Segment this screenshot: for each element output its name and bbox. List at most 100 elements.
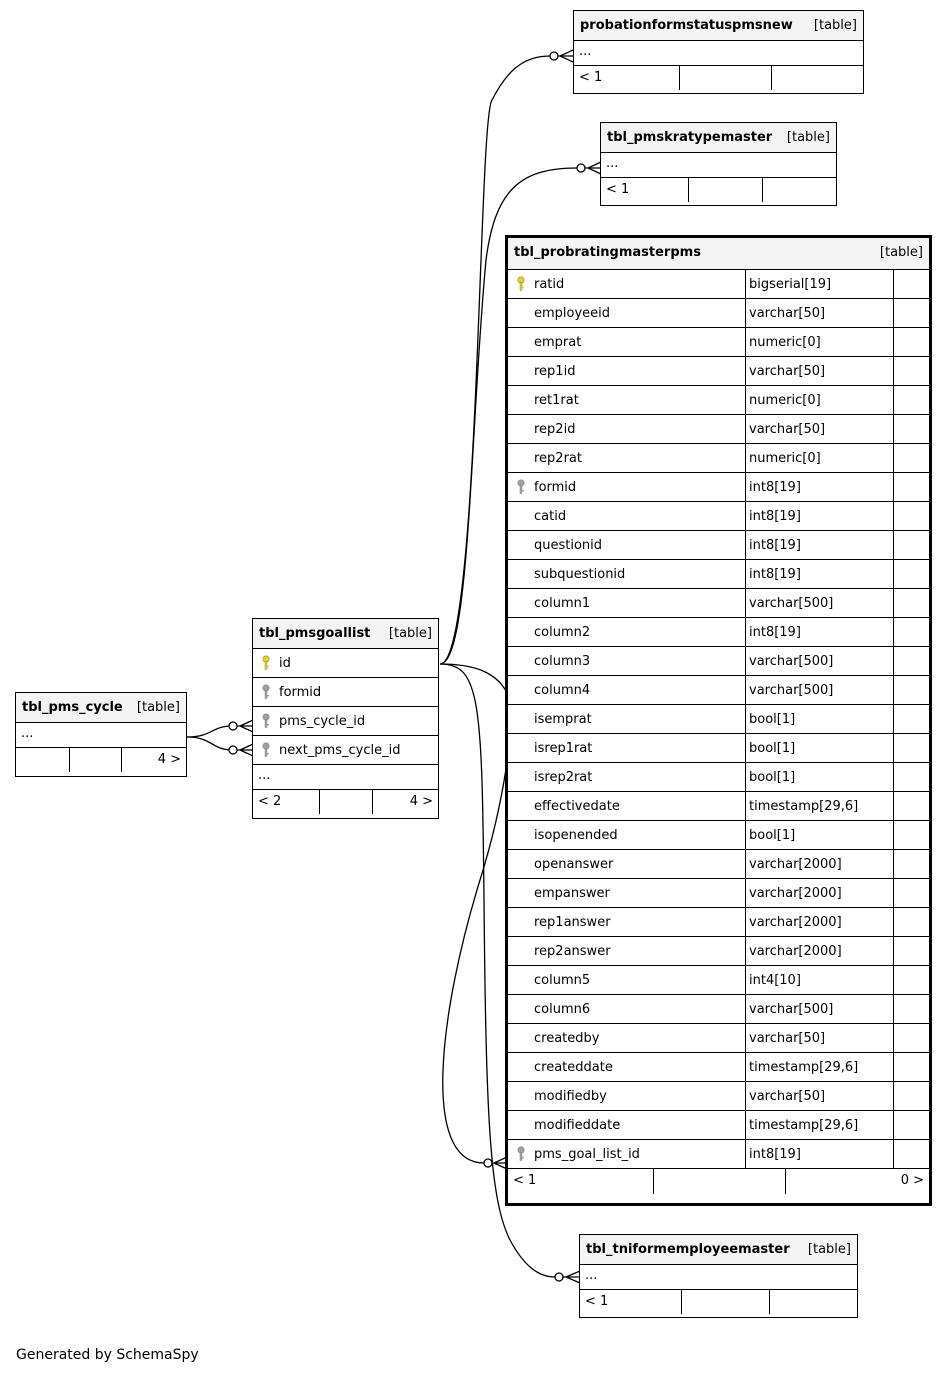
column-name: emprat [534, 335, 582, 350]
table-name[interactable]: tbl_pmsgoallist [259, 626, 371, 641]
table-tbl-pms-cycle[interactable]: tbl_pms_cycle [table] ... 4 > [15, 692, 187, 777]
children-count: 4 > [157, 752, 181, 767]
column-name: pms_goal_list_id [534, 1147, 640, 1162]
table-tbl-tniformemployeemaster[interactable]: tbl_tniformemployeemaster [table] ... < … [579, 1234, 858, 1318]
column-name: column6 [534, 1002, 591, 1017]
column-row[interactable]: id [253, 649, 438, 678]
table-name[interactable]: tbl_tniformemployeemaster [586, 1242, 790, 1257]
column-row[interactable]: column2 int8[19] [508, 618, 929, 647]
foreign-key-icon [516, 479, 526, 495]
crowfoot-marker [237, 743, 254, 757]
table-name[interactable]: tbl_pmskratypemaster [607, 130, 773, 145]
column-name: catid [534, 509, 567, 524]
column-type: numeric[0] [749, 393, 821, 408]
column-row[interactable]: formid [253, 678, 438, 707]
foreign-key-icon [516, 1146, 526, 1162]
column-name: isrep2rat [534, 770, 593, 785]
column-type: varchar[2000] [749, 886, 842, 901]
table-tbl-pmskratypemaster[interactable]: tbl_pmskratypemaster [table] ... < 1 [600, 122, 837, 206]
link-pms-cycle-to-pms-cycle-id [186, 725, 233, 738]
table-name[interactable]: tbl_pms_cycle [22, 700, 123, 715]
column-name: isrep1rat [534, 741, 593, 756]
table-header: tbl_probratingmasterpms [table] [508, 238, 929, 270]
column-row[interactable]: pms_cycle_id [253, 707, 438, 736]
link-goallist-to-tniform [439, 663, 556, 1278]
column-row[interactable]: next_pms_cycle_id [253, 736, 438, 765]
column-name: column2 [534, 625, 591, 640]
table-name[interactable]: probationformstatuspmsnew [580, 18, 793, 33]
crowfoot-marker [563, 1270, 581, 1284]
column-name: column1 [534, 596, 591, 611]
column-row[interactable]: empanswer varchar[2000] [508, 879, 929, 908]
column-type: int8[19] [749, 625, 801, 640]
table-footer: < 1 [601, 178, 836, 202]
column-type: bool[1] [749, 712, 796, 727]
column-type: varchar[50] [749, 1089, 826, 1104]
column-name: modifieddate [534, 1118, 621, 1133]
column-row[interactable]: ret1rat numeric[0] [508, 386, 929, 415]
column-name: ratid [534, 277, 565, 292]
column-name: empanswer [534, 886, 610, 901]
column-row[interactable]: column6 varchar[500] [508, 995, 929, 1024]
table-footer: < 1 0 > [508, 1169, 929, 1194]
column-type: varchar[50] [749, 364, 826, 379]
table-name[interactable]: tbl_probratingmasterpms [514, 245, 701, 260]
zero-marker [549, 51, 559, 61]
column-type: varchar[500] [749, 683, 834, 698]
link-goallist-to-probrating [439, 663, 512, 1164]
columns-ellipsis: ... [601, 153, 836, 178]
column-type: varchar[50] [749, 306, 826, 321]
link-goallist-to-kratypemaster [439, 167, 578, 665]
column-type: timestamp[29,6] [749, 799, 859, 814]
table-probationformstatuspmsnew[interactable]: probationformstatuspmsnew [table] ... < … [573, 10, 864, 94]
table-kind: [table] [879, 245, 923, 260]
table-kind: [table] [136, 700, 180, 715]
column-type: bool[1] [749, 770, 796, 785]
table-kind: [table] [807, 1242, 851, 1257]
table-header: tbl_pmskratypemaster [table] [601, 123, 836, 153]
column-name: column5 [534, 973, 591, 988]
column-name: ret1rat [534, 393, 579, 408]
crowfoot-marker [558, 49, 574, 63]
column-row[interactable]: isrep2rat bool[1] [508, 763, 929, 792]
column-name: rep2id [534, 422, 576, 437]
column-name: createdby [534, 1031, 600, 1046]
table-footer: < 2 4 > [253, 790, 438, 814]
children-count: 0 > [900, 1173, 924, 1188]
zero-marker [483, 1158, 493, 1168]
primary-key-icon [516, 276, 526, 292]
column-type: varchar[500] [749, 1002, 834, 1017]
parents-count: < 2 [258, 794, 282, 809]
column-name: id [279, 656, 291, 671]
